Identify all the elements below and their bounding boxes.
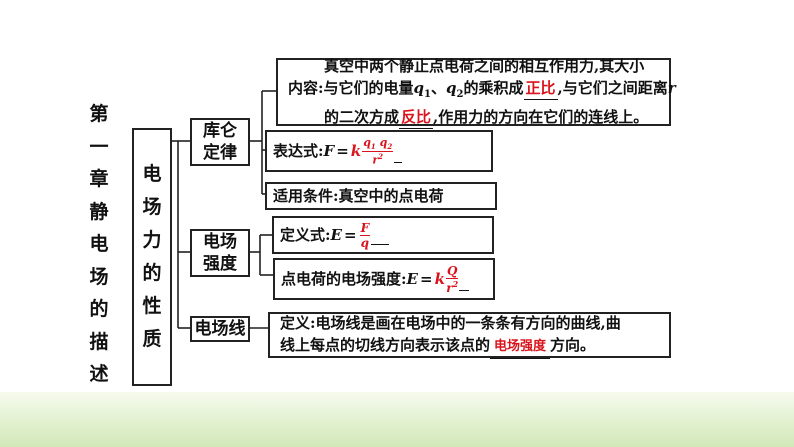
coulomb-content-line3: 的二次方成反比,作用力的方向在它们的连线上。 [288,106,648,129]
field-lines-label: 电场线 [194,319,246,339]
main-topic-char: 性 [142,295,162,317]
footer-band [0,392,794,447]
chapter-char: 章 [89,168,109,190]
coulomb-content-line1: 真空中两个静止点电荷之间的相互作用力,其大小 [324,57,645,75]
coulomb-label-line1: 库仑 [203,121,237,141]
coulomb-formula-box: 表达式: F = k q1 q2 r2 [265,130,493,172]
field-lines-line2: 线上每点的切线方向表示该点的电场强度方向。 [280,334,595,359]
chapter-char: 描 [89,330,109,353]
chapter-char: 场 [89,265,109,288]
chapter-char: 一 [89,135,109,158]
point-charge-k: k [434,270,445,288]
field-lines-definition-box: 定义:电场线是画在电场中的一条条有方向的曲线,曲 线上每点的切线方向表示该点的电… [268,312,671,359]
chapter-char: 第 [89,103,109,125]
answer-blank-proportional: 正比 [523,77,558,100]
coulomb-fraction: q1 q2 r2 [362,135,394,167]
main-topic-char: 力 [142,229,162,251]
chapter-char: 电 [89,233,109,255]
point-charge-fraction: Q r2 [445,263,459,295]
chapter-char: 的 [89,298,109,320]
field-lines-box: 电场线 [190,316,250,342]
main-topic-char: 场 [142,196,162,218]
point-charge-underline [459,290,470,291]
coulomb-label-line2: 定律 [203,143,237,163]
answer-blank-inverse: 反比 [399,106,434,129]
answer-blank-field-strength: 电场强度 [490,336,551,359]
main-topic-box: 电 场 力 的 性 质 [132,128,172,386]
main-topic-char: 质 [142,328,162,350]
field-strength-box: 电场 强度 [190,229,250,277]
coulomb-law-box: 库仑 定律 [190,118,250,166]
field-lines-line1: 定义:电场线是画在电场中的一条条有方向的曲线,曲 [280,313,621,332]
formula-underline [394,162,403,163]
field-strength-label-line1: 电场 [203,232,237,252]
main-topic-char: 电 [142,163,162,185]
coulomb-conditions-box: 适用条件:真空中的点电荷 [265,182,497,210]
formula-k: k [350,142,362,160]
chapter-char: 静 [89,200,109,223]
coulomb-content-line2: 内容:与它们的电量q1、q2的乘积成正比,与它们之间距离r [288,77,676,100]
field-strength-label-line2: 强度 [203,254,237,274]
field-definition-underline [371,244,390,245]
point-charge-field-box: 点电荷的电场强度: E = k Q r2 [273,258,495,300]
coulomb-content-box: 真空中两个静止点电荷之间的相互作用力,其大小 内容:与它们的电量q1、q2的乘积… [276,57,676,129]
field-definition-fraction: F q [359,220,371,250]
main-topic-char: 的 [142,262,162,284]
field-definition-box: 定义式: E = F q [272,216,494,254]
chapter-char: 述 [89,363,109,385]
chapter-title: 第 一 章 静 电 场 的 描 述 [88,98,110,391]
